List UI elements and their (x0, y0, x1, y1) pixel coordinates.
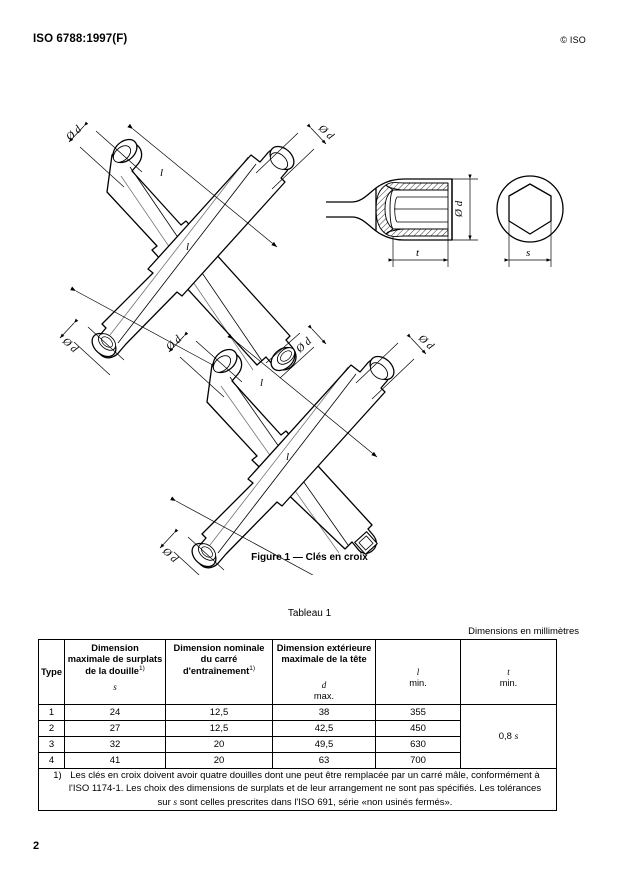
cell-l: 450 (375, 719, 461, 737)
label-diameter-lr: Ø d (293, 335, 314, 356)
column-header-surplats: Dimension maximale de surplats de la dou… (64, 639, 166, 705)
cell-drive: 12,5 (165, 719, 273, 737)
label-socket-diameter: Ø d (453, 200, 465, 218)
label-length-b: l (186, 241, 189, 253)
cell-s: 27 (64, 719, 166, 737)
column-header-drive: Dimension nominale du carré d'entraîneme… (165, 639, 273, 705)
cell-type: 1 (38, 703, 65, 721)
column-header-length: l min. (375, 639, 461, 705)
cell-s: 41 (64, 751, 166, 769)
column-header-depth: t min. (460, 639, 557, 705)
units-note: Dimensions en millimètres (468, 626, 579, 637)
label-diameter-ll: Ø d (59, 335, 80, 356)
header-line-3: d'entraînement1) (182, 664, 256, 676)
footnote-symbol-s: s (173, 797, 178, 808)
label-socket-depth: t (416, 247, 420, 259)
cell-l: 700 (375, 751, 461, 769)
header-line-1: Dimension (91, 643, 139, 653)
figure-caption: Figure 1 — Clés en croix (251, 552, 368, 563)
cell-t-symbol: s (514, 731, 519, 742)
dimensions-table: Type Dimension maximale de surplats de l… (38, 639, 557, 812)
page-number: 2 (33, 840, 40, 852)
cell-d: 63 (272, 751, 376, 769)
header-sub-max: max. (313, 690, 335, 701)
label-length-lower-b: l (286, 451, 289, 463)
header-sub-min: min. (499, 677, 518, 688)
cell-drive: 12,5 (165, 703, 273, 721)
label-across-flats: s (526, 247, 530, 259)
header-line-2: maximale de surplats (67, 654, 163, 665)
label-length-lower-a: l (260, 377, 263, 389)
label-length-a: l (160, 167, 163, 179)
header-line-1: Dimension extérieure (276, 643, 372, 653)
label-diameter-lower-ur: Ø d (415, 332, 436, 353)
cell-type: 3 (38, 735, 65, 753)
socket-section-view: Ø d t (326, 174, 478, 267)
header-symbol-d: d (321, 679, 327, 690)
header-line-2: du carré (200, 654, 238, 665)
column-header-type: Type (38, 639, 65, 705)
table-footnote: 1) Les clés en croix doivent avoir quatre… (38, 767, 557, 812)
header-symbol-s: s (113, 681, 117, 692)
footnote-marker: 1) (53, 769, 62, 781)
cross-wrench-lower: Ø d Ø d Ø d l l (159, 331, 436, 575)
table-title: Tableau 1 (287, 608, 332, 619)
label-diameter-ul: Ø d (63, 123, 84, 144)
header-line-2: maximale de la tête (281, 654, 367, 665)
footnote-marker: 1) (138, 664, 145, 672)
header-line-1: Dimension nominale (173, 643, 265, 653)
footnote-marker: 1) (249, 664, 256, 672)
cell-l: 630 (375, 735, 461, 753)
table-footnote-row: 1) Les clés en croix doivent avoir quatre… (38, 767, 557, 812)
copyright-notice: © ISO (560, 35, 586, 45)
column-header-head-diameter: Dimension extérieure maximale de la tête… (272, 639, 376, 705)
cell-d: 49,5 (272, 735, 376, 753)
cell-t-prefix: 0,8 (498, 730, 515, 742)
header-sub-min: min. (409, 677, 427, 688)
label-diameter-ur: Ø d (315, 122, 336, 143)
cell-l: 355 (375, 703, 461, 721)
cell-d: 42,5 (272, 719, 376, 737)
header-symbol-l: l (416, 667, 420, 677)
socket-end-view: s (496, 175, 564, 267)
header-line-3: de la douille1) (85, 664, 145, 676)
running-head: ISO 6788:1997(F) © ISO (0, 33, 619, 49)
cell-drive: 20 (165, 751, 273, 769)
cell-d: 38 (272, 703, 376, 721)
document-reference: ISO 6788:1997(F) (33, 33, 128, 45)
header-symbol-t: t (507, 667, 510, 677)
cell-type: 4 (38, 751, 65, 769)
cell-s: 32 (64, 735, 166, 753)
cell-t-value: 0,8 s (460, 703, 557, 769)
footnote-text: Les clés en croix doivent avoir quatre d… (68, 769, 542, 808)
cell-type: 2 (38, 719, 65, 737)
cell-s: 24 (64, 703, 166, 721)
cell-drive: 20 (165, 735, 273, 753)
figure-1-illustration: Ø d Ø d Ø d Ø d (0, 95, 619, 575)
label-diameter-lower-ul: Ø d (163, 333, 184, 354)
cross-wrench-upper: Ø d Ø d Ø d Ø d (59, 121, 336, 379)
table-header-row: Type Dimension maximale de surplats de l… (38, 639, 557, 705)
